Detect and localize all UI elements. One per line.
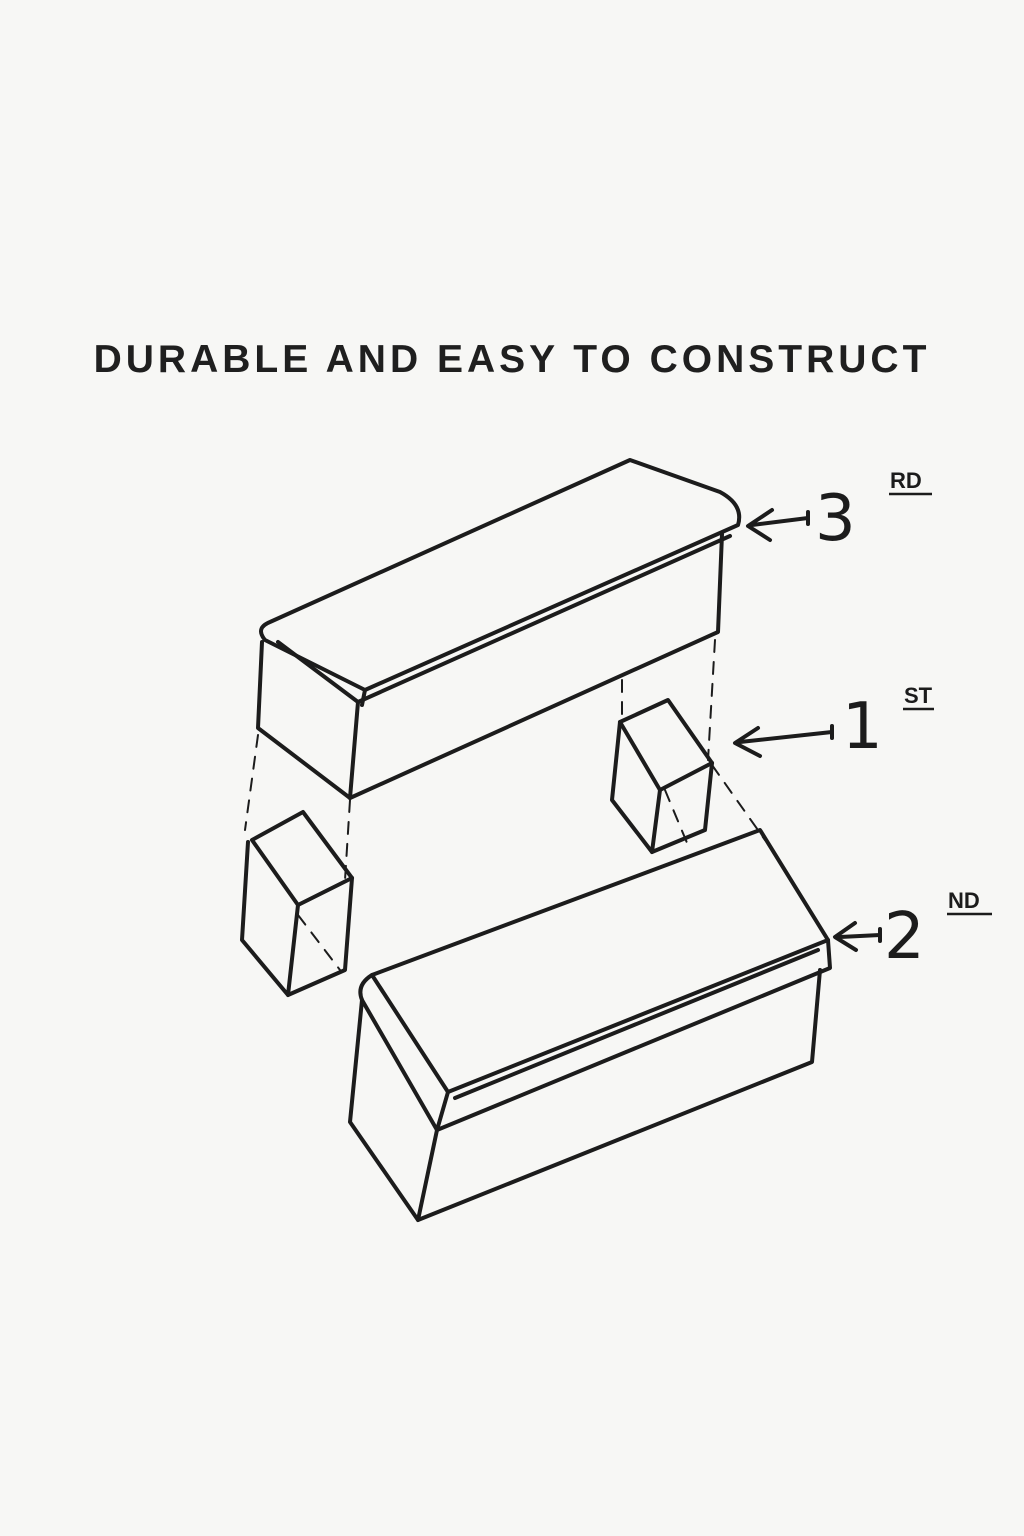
small-cube-left <box>240 810 354 997</box>
step-suffix: ST <box>904 683 933 708</box>
bottom-block-2nd <box>348 828 832 1222</box>
page-title: DURABLE AND EASY TO CONSTRUCT <box>93 338 931 381</box>
arrow-3rd <box>746 508 810 542</box>
step-number: 3 <box>815 482 856 556</box>
label-2nd: 2 ND <box>884 888 992 974</box>
arrow-2nd <box>833 921 882 952</box>
step-number: 1 <box>842 690 883 764</box>
label-3rd: 3 RD <box>815 468 932 556</box>
step-suffix: ND <box>948 888 980 913</box>
top-block-3rd <box>256 458 742 800</box>
arrow-1st <box>733 724 834 758</box>
label-1st: 1 ST <box>842 683 934 764</box>
small-cube-1st <box>610 698 714 854</box>
projection-lines <box>244 639 766 971</box>
step-number: 2 <box>884 900 925 974</box>
step-suffix: RD <box>890 468 922 493</box>
